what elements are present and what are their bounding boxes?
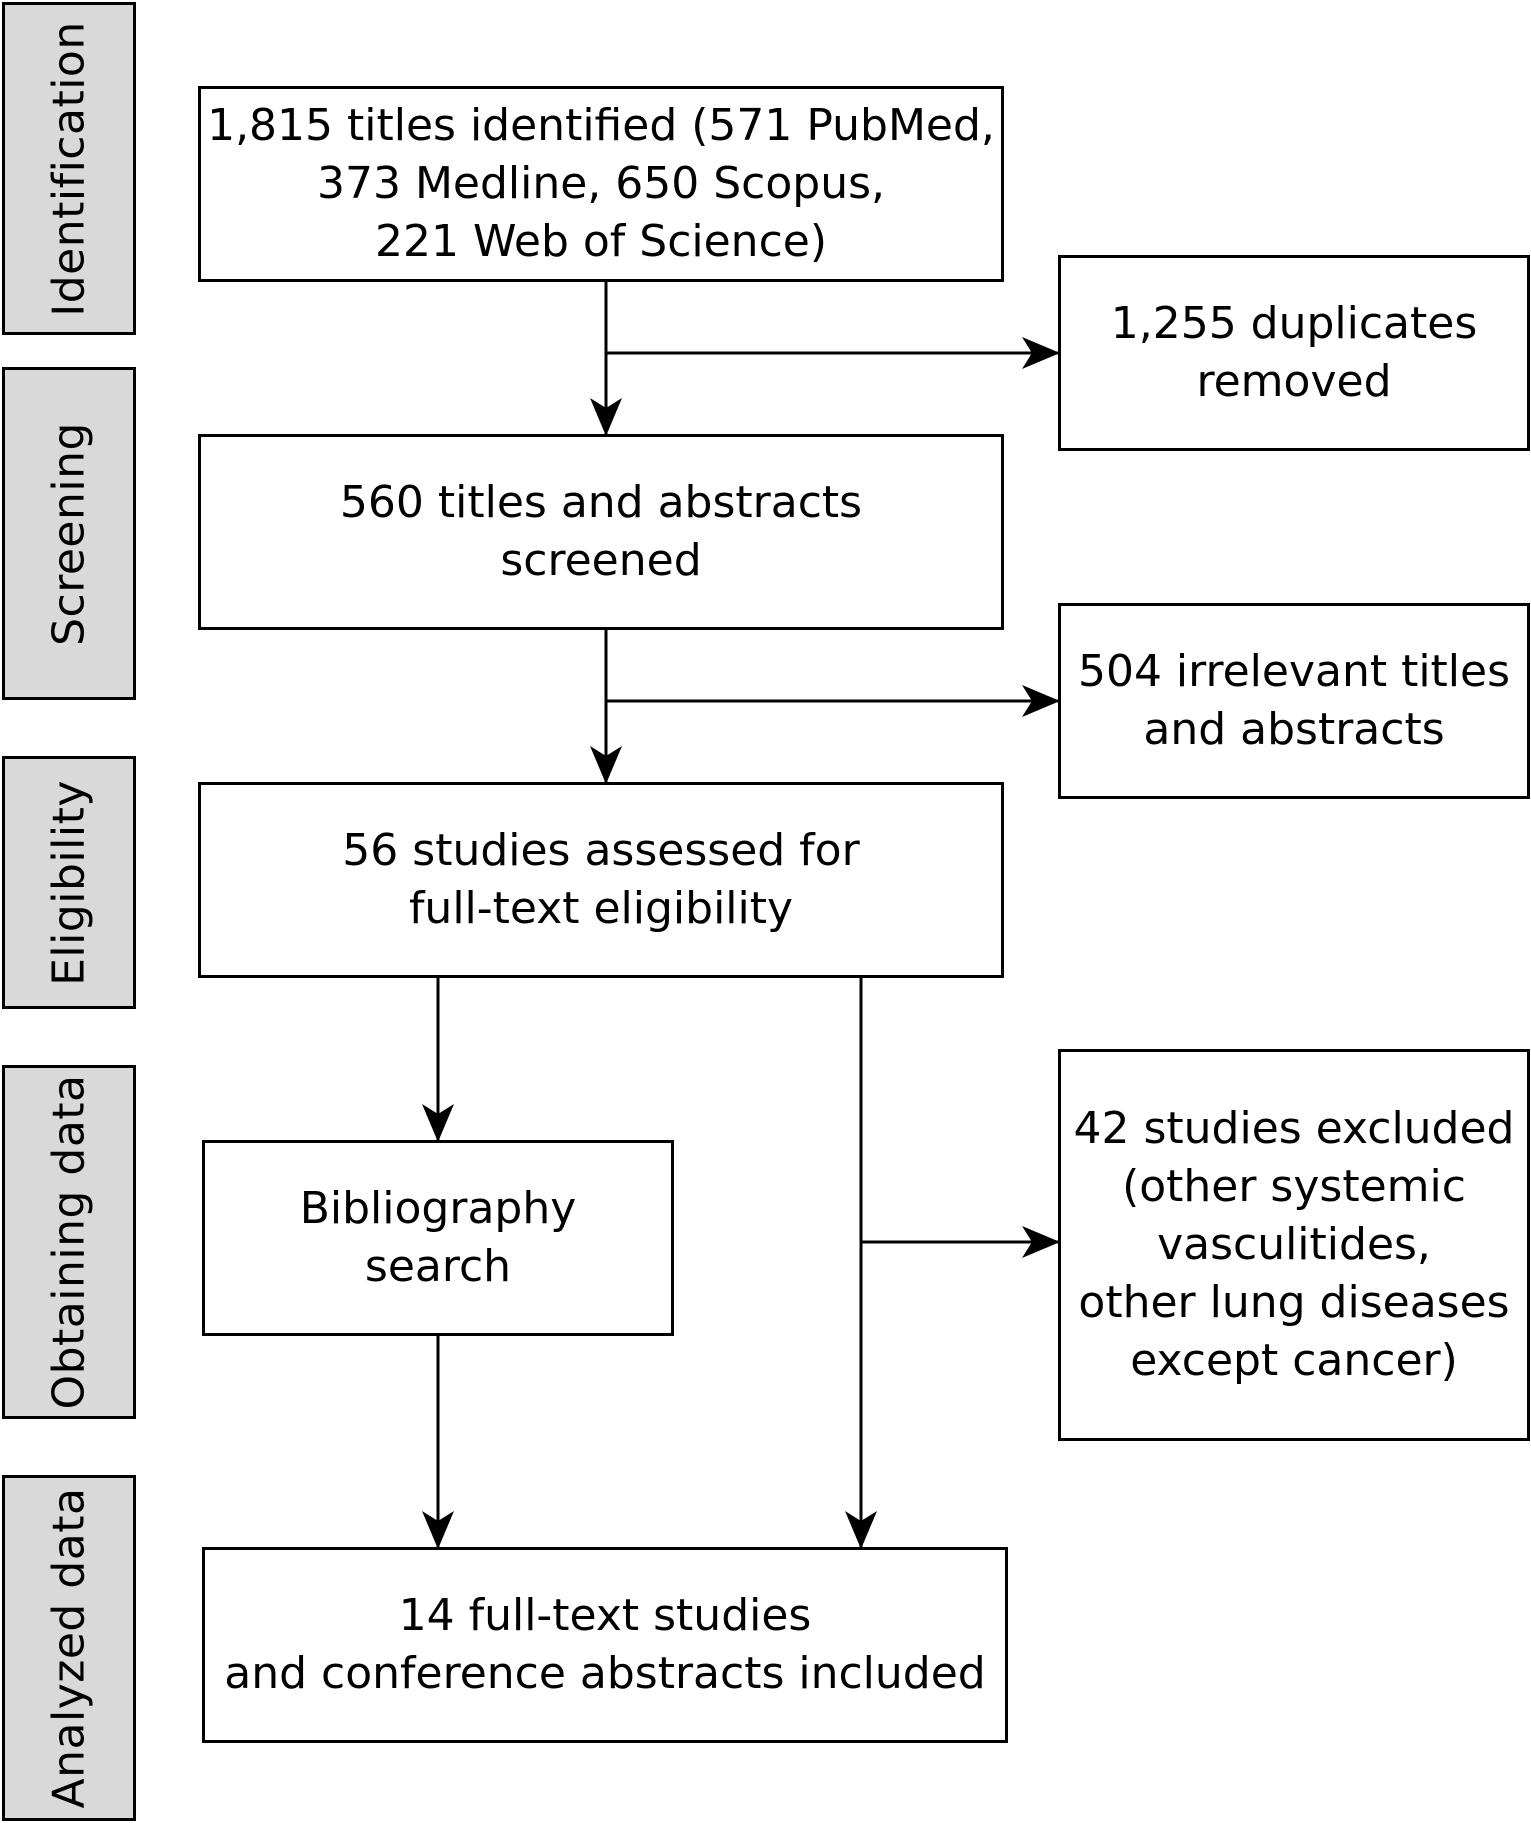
bibliography-text: Bibliography search (299, 1183, 577, 1292)
included-text: 14 full-text studies and conference abst… (224, 1590, 986, 1699)
excluded-box: 42 studies excluded (other systemic vasc… (1058, 1049, 1530, 1441)
irrelevant-box: 504 irrelevant titles and abstracts (1058, 603, 1530, 799)
identified-box: 1,815 titles identified (571 PubMed, 373… (198, 86, 1004, 282)
identified-text: 1,815 titles identified (571 PubMed, 373… (207, 100, 995, 267)
irrelevant-text: 504 irrelevant titles and abstracts (1077, 646, 1511, 755)
phase-eligibility: Eligibility (2, 756, 136, 1009)
screened-text: 560 titles and abstracts screened (339, 477, 863, 586)
assessed-text: 56 studies assessed for full-text eligib… (342, 825, 860, 934)
phase-analyzed-data: Analyzed data (2, 1475, 136, 1821)
duplicates-text: 1,255 duplicates removed (1110, 298, 1478, 407)
phase-obtaining-data: Obtaining data (2, 1065, 136, 1419)
phase-identification: Identification (2, 2, 136, 335)
phase-screening: Screening (2, 367, 136, 700)
assessed-box: 56 studies assessed for full-text eligib… (198, 782, 1004, 978)
screened-box: 560 titles and abstracts screened (198, 434, 1004, 630)
duplicates-box: 1,255 duplicates removed (1058, 255, 1530, 451)
included-box: 14 full-text studies and conference abst… (202, 1547, 1008, 1743)
excluded-text: 42 studies excluded (other systemic vasc… (1073, 1103, 1515, 1386)
bibliography-box: Bibliography search (202, 1140, 674, 1336)
